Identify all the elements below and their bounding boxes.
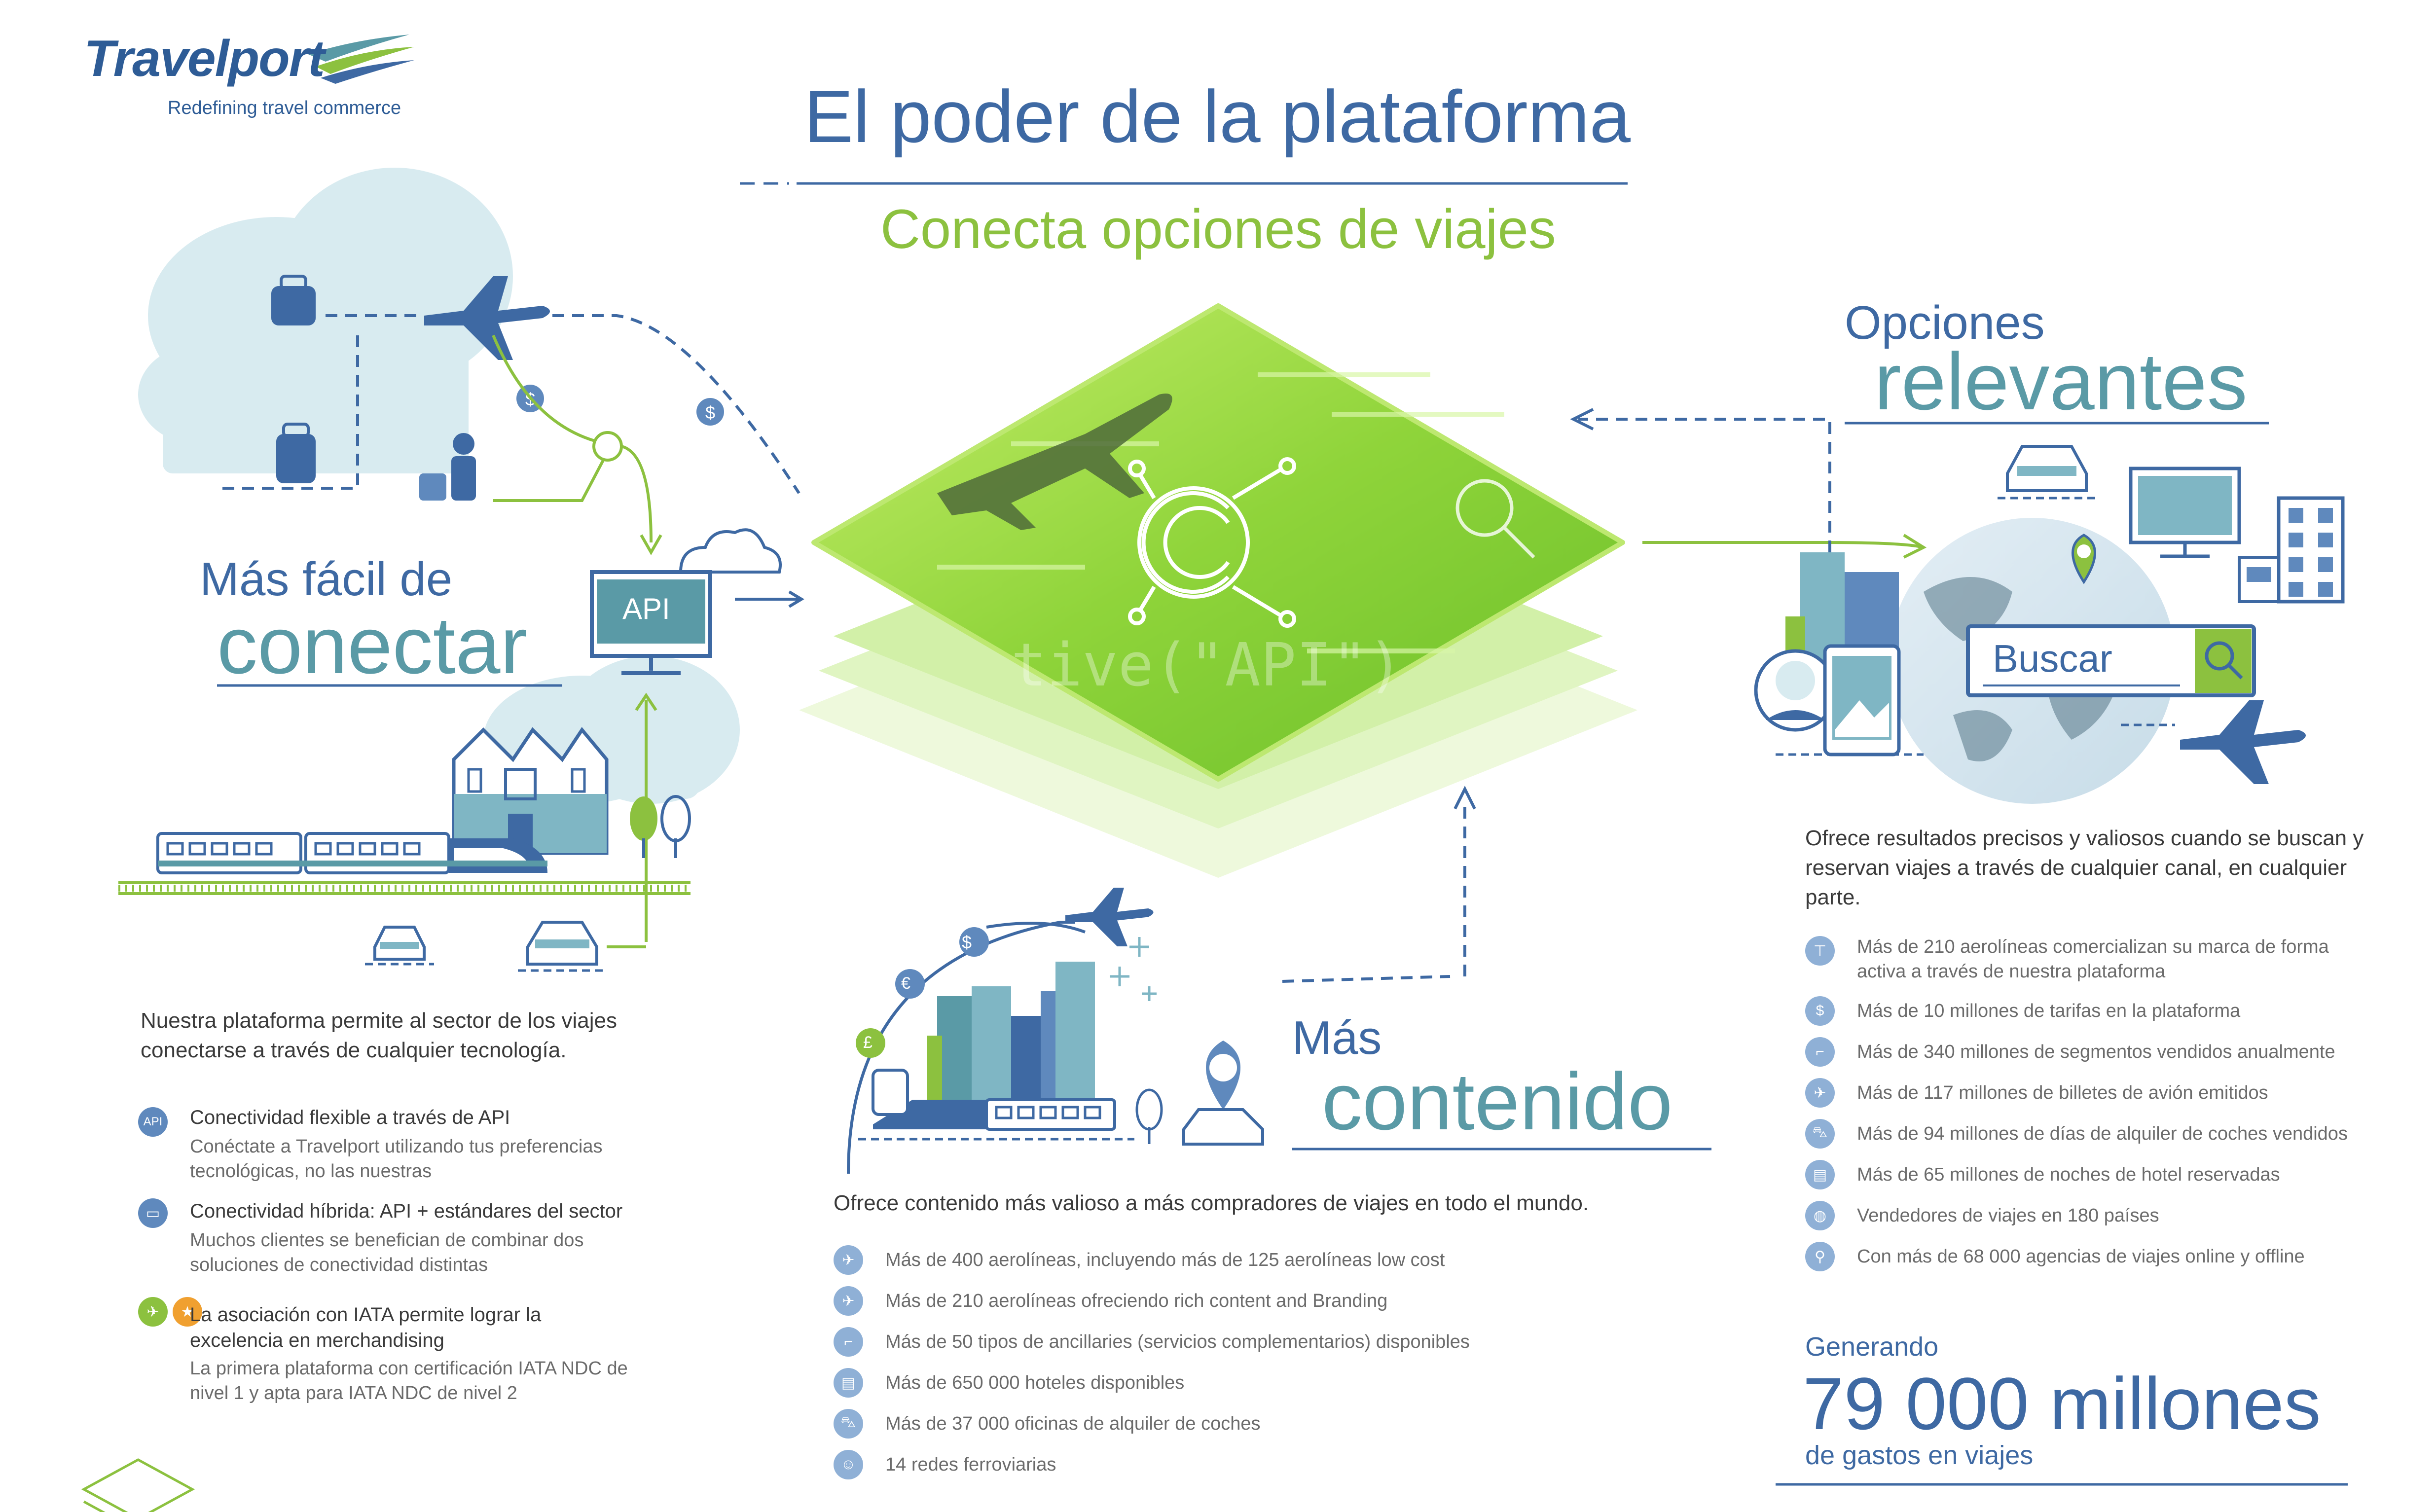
stat-text: Con más de 68 000 agencias de viajes onl… bbox=[1857, 1246, 2305, 1267]
currency-dollar: $ bbox=[962, 932, 972, 952]
stat-text: Más de 65 millones de noches de hotel re… bbox=[1857, 1164, 2280, 1185]
generating-label: Generando bbox=[1805, 1332, 1939, 1362]
generating-tail: de gastos en viajes bbox=[1805, 1440, 2034, 1470]
airplane-icon bbox=[424, 276, 550, 360]
left-clouds bbox=[138, 168, 513, 473]
tag-icon: ⊤ bbox=[1805, 936, 1835, 966]
traveler-icon bbox=[419, 433, 476, 501]
car-icon: ⛍ bbox=[834, 1409, 863, 1439]
corner-diamond-icon bbox=[81, 1458, 195, 1512]
api-label: API bbox=[622, 592, 670, 625]
center-connector-lines bbox=[1282, 408, 1927, 983]
plus-sparkles bbox=[1110, 937, 1157, 1001]
item-text: Muchos clientes se benefician de combina… bbox=[190, 1230, 584, 1275]
iata-badge-icon: ✈ bbox=[138, 1297, 168, 1327]
code-snippet: tive("API") bbox=[1011, 631, 1403, 700]
logo-swoosh-icon bbox=[308, 35, 414, 84]
dollar-badge-icon: $ $ bbox=[516, 385, 724, 426]
page-subtitle: Conecta opciones de viajes bbox=[880, 198, 1556, 260]
item-title: Conectividad híbrida: API + estándares d… bbox=[190, 1200, 623, 1222]
stat-text: 14 redes ferroviarias bbox=[885, 1454, 1056, 1475]
stat-text: Más de 210 aerolíneas comercializan su m… bbox=[1857, 936, 2329, 982]
monitor-icon bbox=[2129, 467, 2241, 558]
circuit-logo-icon bbox=[1128, 457, 1296, 628]
seat-icon: ⌐ bbox=[834, 1327, 863, 1357]
brand-logo: Travelport bbox=[84, 30, 325, 87]
location-pin-icon bbox=[2072, 534, 2096, 584]
car-icon bbox=[1182, 1108, 1264, 1146]
train-icon: ☺ bbox=[834, 1450, 863, 1479]
currency-euro: € bbox=[901, 974, 910, 993]
item-title: La asociación con IATA permite lograr la… bbox=[190, 1304, 542, 1351]
left-lead: Nuestra plataforma permite al sector de … bbox=[141, 1008, 617, 1062]
hybrid-icon: ▭ bbox=[138, 1198, 168, 1228]
tree-icon bbox=[630, 795, 691, 858]
svg-text:$: $ bbox=[705, 402, 715, 423]
api-icon: API bbox=[138, 1107, 168, 1137]
arc-path bbox=[847, 921, 1086, 1174]
tree-icon bbox=[1135, 1088, 1163, 1144]
stat-text: Más de 37 000 oficinas de alquiler de co… bbox=[885, 1413, 1261, 1434]
airplane-icon: ✈ bbox=[834, 1286, 863, 1316]
middle-lead: Ofrece contenido más valioso a más compr… bbox=[834, 1191, 1589, 1215]
airplane-icon bbox=[1065, 888, 1154, 946]
stat-text: Más de 10 millones de tarifas en la plat… bbox=[1857, 1001, 2241, 1021]
cloud-icon bbox=[679, 528, 782, 574]
location-pin-icon bbox=[1206, 1041, 1240, 1110]
brand-tagline: Redefining travel commerce bbox=[168, 98, 401, 118]
left-connector-lines bbox=[222, 314, 804, 948]
stat-text: Más de 50 tipos de ancillaries (servicio… bbox=[885, 1332, 1470, 1352]
iata-badge-icon: ★ bbox=[173, 1297, 202, 1327]
globe-icon: ◍ bbox=[1805, 1201, 1835, 1230]
hotel-icon: ▤ bbox=[1805, 1160, 1835, 1189]
stat-text: Más de 650 000 hoteles disponibles bbox=[885, 1372, 1185, 1393]
tablet-icon bbox=[1823, 644, 1901, 756]
relevantes-heading-small: Opciones bbox=[1845, 296, 2045, 349]
building-icon bbox=[2238, 496, 2345, 604]
location-pin-icon: ⚲ bbox=[1805, 1242, 1835, 1271]
item-title: Conectividad flexible a través de API bbox=[190, 1107, 510, 1128]
stat-text: Más de 210 aerolíneas ofreciendo rich co… bbox=[885, 1291, 1388, 1311]
car-icon bbox=[1998, 445, 2096, 500]
item-text: Conéctate a Travelport utilizando tus pr… bbox=[190, 1136, 603, 1182]
page-title: El poder de la plataforma bbox=[804, 75, 1631, 158]
stat-text: Más de 117 millones de billetes de avión… bbox=[1857, 1082, 2268, 1103]
conectar-heading-small: Más fácil de bbox=[200, 553, 453, 606]
city-skyline-icon bbox=[927, 962, 1095, 1100]
airplane-photo-icon bbox=[937, 394, 1172, 530]
stat-text: Más de 94 millones de días de alquiler d… bbox=[1857, 1123, 2348, 1144]
stat-text: Vendedores de viajes en 180 países bbox=[1857, 1205, 2159, 1226]
airplane-icon: ✈ bbox=[834, 1245, 863, 1275]
luggage-icon bbox=[271, 275, 316, 483]
search-box bbox=[1966, 624, 2256, 697]
right-lead: Ofrece resultados precisos y valiosos cu… bbox=[1805, 826, 2364, 909]
hotel-icon: ▤ bbox=[834, 1368, 863, 1398]
stat-text: Más de 340 millones de segmentos vendido… bbox=[1857, 1042, 2335, 1062]
airplane-icon: ✈ bbox=[1805, 1078, 1835, 1108]
generating-value: 79 000 millones bbox=[1803, 1362, 2321, 1445]
hotel-building-icon bbox=[452, 727, 609, 855]
contenido-heading-small: Más bbox=[1292, 1011, 1382, 1064]
airplane-icon bbox=[2180, 700, 2306, 784]
luggage-icon bbox=[872, 1069, 909, 1116]
dollar-icon: $ bbox=[1805, 996, 1835, 1026]
car-icon bbox=[365, 921, 607, 972]
stat-text: Más de 400 aerolíneas, incluyendo más de… bbox=[885, 1250, 1445, 1270]
relevantes-heading-big: relevantes bbox=[1874, 336, 2248, 427]
api-monitor-icon bbox=[590, 570, 712, 675]
currency-badges bbox=[856, 927, 989, 1058]
car-icon: ⛍ bbox=[1805, 1119, 1835, 1149]
contenido-heading-big: contenido bbox=[1322, 1056, 1673, 1147]
search-label: Buscar bbox=[1993, 637, 2112, 680]
platform-layers bbox=[799, 303, 1637, 878]
person-avatar-icon bbox=[1754, 649, 1837, 732]
magnifier-icon bbox=[1455, 479, 1535, 559]
train-icon bbox=[156, 832, 547, 874]
item-text: La primera plataforma con certificación … bbox=[190, 1358, 628, 1404]
seat-icon: ⌐ bbox=[1805, 1037, 1835, 1067]
railroad-track bbox=[118, 881, 691, 895]
currency-pound: £ bbox=[863, 1033, 873, 1052]
conectar-heading-big: conectar bbox=[217, 600, 528, 690]
